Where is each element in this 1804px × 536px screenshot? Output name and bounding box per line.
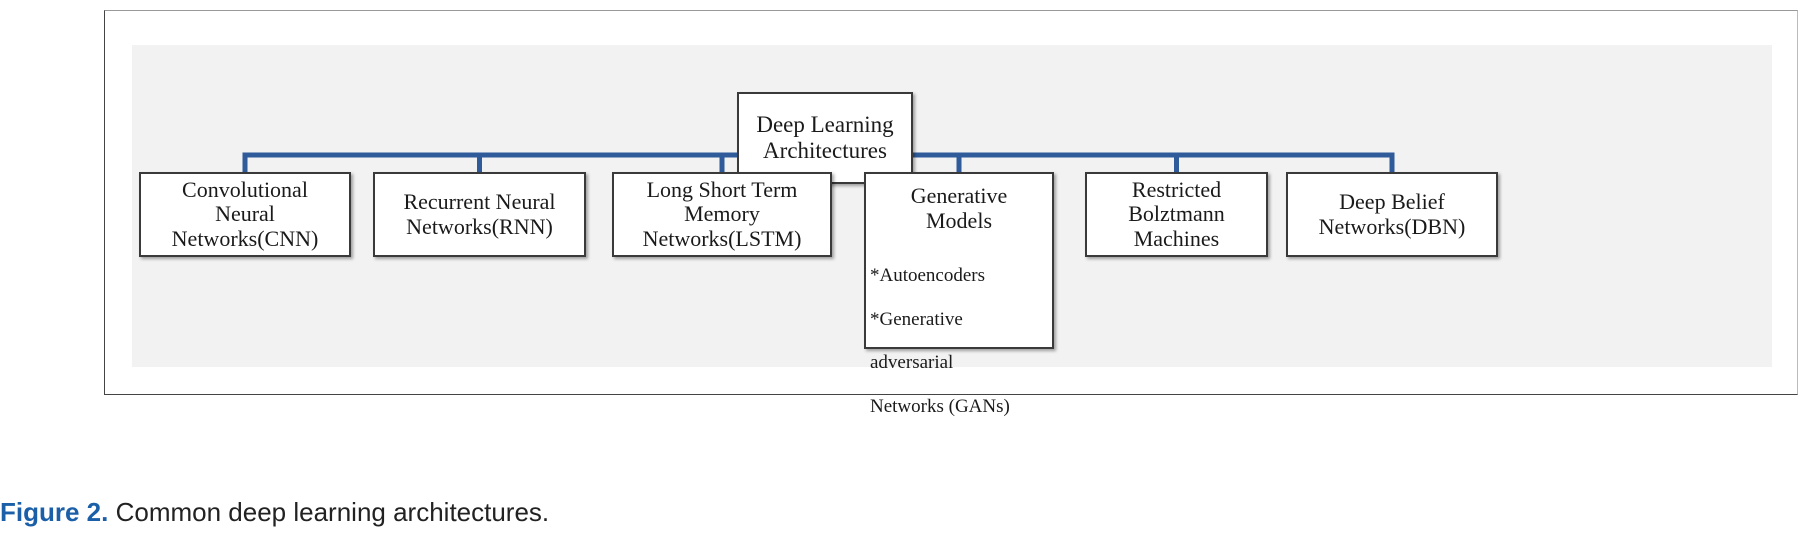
generative-item-adversarial: adversarial — [870, 352, 954, 374]
generative-item-autoencoders: *Autoencoders — [870, 265, 986, 287]
figure-caption: Figure 2. Common deep learning architect… — [0, 497, 549, 528]
node-rnn: Recurrent Neural Networks(RNN) — [373, 172, 586, 257]
node-lstm: Long Short Term Memory Networks(LSTM) — [612, 172, 832, 257]
node-rnn-label: Recurrent Neural Networks(RNN) — [403, 188, 556, 239]
node-generative-models: Generative Models *Autoencoders *Generat… — [864, 172, 1054, 417]
node-cnn-label: Convolutional Neural Networks(CNN) — [171, 176, 319, 251]
figure-frame — [104, 10, 1798, 395]
root-node-deep-learning-architectures: Deep Learning Architectures — [737, 92, 913, 184]
node-rbm: Restricted Bolztmann Machines — [1085, 172, 1268, 257]
node-dbn: Deep Belief Networks(DBN) — [1286, 172, 1498, 257]
node-lstm-label: Long Short Term Memory Networks(LSTM) — [642, 176, 802, 251]
node-dbn-label: Deep Belief Networks(DBN) — [1318, 188, 1466, 239]
generative-models-list: *Autoencoders *Generative adversarial Ne… — [866, 233, 1052, 440]
generative-item-networks-gans: Networks (GANs) — [870, 396, 1010, 418]
node-rbm-label: Restricted Bolztmann Machines — [1128, 176, 1225, 251]
node-cnn: Convolutional Neural Networks(CNN) — [139, 172, 351, 257]
generative-item-generative: *Generative — [870, 308, 963, 330]
figure-caption-label: Figure 2. — [0, 497, 109, 527]
node-generative-models-label: Generative Models — [910, 183, 1008, 233]
figure-caption-text: Common deep learning architectures. — [115, 497, 550, 527]
root-node-label: Deep Learning Architectures — [756, 112, 894, 163]
